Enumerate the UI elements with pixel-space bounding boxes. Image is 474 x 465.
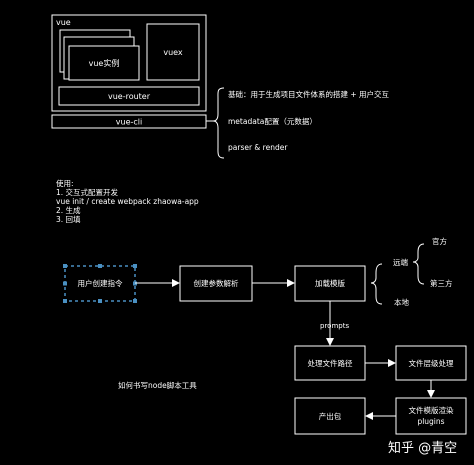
prompts-label: prompts (320, 322, 349, 330)
vue-instance-label: vue实例 (89, 58, 120, 68)
features-brace (212, 87, 225, 159)
remote-brace (412, 243, 425, 285)
selection-handle[interactable] (133, 264, 137, 268)
diagram-caption: 如何书写node脚本工具 (118, 380, 197, 390)
selection-handle[interactable] (63, 281, 67, 286)
process-paths-label: 处理文件路径 (308, 358, 353, 368)
vue-instance-box (68, 45, 140, 81)
usage-line-4: 3. 回填 (56, 214, 81, 224)
feature-item-3: parser & render (228, 143, 288, 152)
vue-router-box (58, 86, 200, 106)
user-command-label: 用户创建指令 (78, 278, 123, 288)
usage-line-1: 1. 交互式配置开发 (56, 187, 119, 197)
parse-params-label: 创建参数解析 (194, 278, 239, 288)
selection-handle[interactable] (63, 264, 67, 268)
load-template-label: 加载模版 (315, 278, 345, 288)
plugins-label: plugins (417, 417, 444, 426)
official-label: 官方 (432, 236, 447, 246)
third-party-label: 第三方 (430, 278, 453, 288)
watermark: 知乎 @青空 (388, 440, 457, 456)
feature-item-2: metadata配置（元数据） (228, 116, 317, 126)
selection-handle[interactable] (98, 264, 102, 268)
vuex-box (146, 23, 200, 81)
usage-title: 使用: (56, 178, 74, 188)
vue-outer-label: vue (56, 18, 71, 27)
vue-outer-box (51, 14, 207, 112)
usage-line-2: vue init / create webpack zhaowa-app (56, 197, 199, 206)
selection-handle[interactable] (63, 299, 67, 303)
selection-handle[interactable] (133, 299, 137, 303)
usage-line-3: 2. 生成 (56, 205, 81, 215)
render-template-node[interactable] (395, 397, 467, 435)
output-label: 产出包 (319, 411, 342, 421)
local-label: 本地 (394, 297, 409, 307)
source-brace (370, 263, 383, 305)
selection-handle[interactable] (98, 299, 102, 303)
remote-label: 远端 (393, 257, 408, 267)
process-layers-label: 文件层级处理 (409, 358, 454, 368)
vue-router-label: vue-router (108, 92, 151, 101)
output-node[interactable] (294, 397, 366, 435)
vue-cli-label: vue-cli (116, 118, 142, 127)
feature-item-1: 基础：用于生成项目文件体系的搭建 + 用户交互 (228, 89, 390, 99)
vuex-label: vuex (163, 48, 183, 57)
render-template-label: 文件模版渲染 (409, 405, 454, 415)
